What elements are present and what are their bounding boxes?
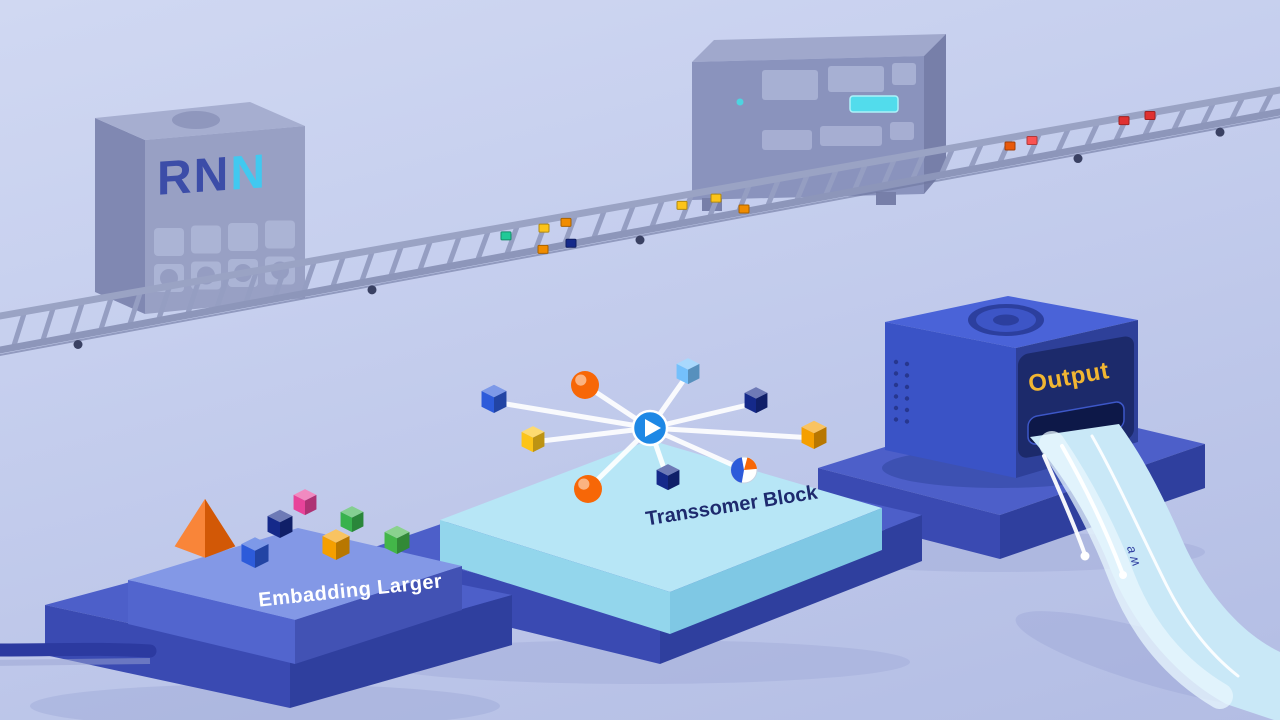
conveyor-item (537, 244, 549, 254)
cable-line (0, 642, 157, 658)
cube-shape (293, 489, 317, 516)
rnn-title-cyan: N (230, 145, 267, 201)
conveyor-item (676, 200, 688, 210)
conveyor-item (1026, 135, 1038, 145)
rnn-machine-side (95, 118, 145, 314)
panel-screen (762, 70, 818, 100)
panel-screen (892, 63, 916, 85)
cable (0, 642, 157, 666)
conveyor-item (1004, 141, 1016, 151)
track-wheel-dot (635, 235, 645, 245)
rnn-grid-cell (228, 223, 258, 251)
stream-line-dot (1080, 551, 1090, 561)
stream-line (1060, 444, 1124, 574)
conveyor-item (560, 217, 572, 227)
attention-line (647, 425, 817, 441)
rnn-grid-cell (191, 225, 221, 254)
rnn-grid-cell (154, 228, 184, 256)
output-machine-left-face (885, 322, 1016, 478)
cube-shape (241, 537, 269, 568)
platform-side (290, 595, 512, 708)
conveyor-item (710, 193, 722, 203)
panel-machine-top (692, 34, 946, 62)
stream-line-dot (1119, 571, 1127, 579)
stream-line (1042, 454, 1086, 554)
glow-strip (849, 95, 899, 113)
rnn-title: RNN (157, 144, 267, 207)
play-icon (631, 409, 669, 447)
board-front (440, 520, 670, 634)
attention-line (491, 399, 653, 431)
vent-dots (893, 359, 910, 424)
pie-sphere-shape (730, 456, 758, 484)
panel-screen (820, 126, 882, 146)
cube-shape (340, 506, 364, 533)
stream-line (1090, 434, 1240, 678)
conveyor-track (0, 86, 1280, 357)
track-wheel-dot (367, 285, 377, 295)
platform-shadow (370, 640, 910, 684)
track-rail (0, 108, 1280, 354)
cube-shape (801, 420, 827, 450)
conveyor-item (538, 223, 550, 233)
speaker-center-icon (993, 314, 1019, 326)
pyramid-shape (174, 498, 236, 558)
embedding-platform (45, 489, 512, 708)
rnn-grid-cell (265, 220, 295, 249)
cable-shadow (0, 658, 151, 666)
board-side (670, 508, 882, 634)
rnn-machine-top-vent (172, 111, 220, 129)
panel-screen (828, 66, 884, 92)
machine-leg (876, 192, 896, 205)
sphere-shape (574, 475, 602, 503)
platform-front (45, 605, 290, 708)
board-top (440, 440, 882, 592)
cube-shape (267, 509, 293, 539)
cube-shape (322, 529, 350, 560)
sphere-shape (571, 371, 599, 399)
transformer-board (440, 440, 882, 634)
track-rail (0, 86, 1280, 320)
indicator-light (736, 98, 744, 106)
cube-shape (676, 358, 700, 385)
board-front (128, 580, 295, 664)
embedding-shapes (174, 489, 410, 568)
conveyor-item (1118, 116, 1130, 126)
track-wheel-dot (1215, 127, 1225, 137)
cube-shape (521, 426, 545, 453)
output-stream (1030, 424, 1280, 720)
rnn-title-dark: RN (157, 147, 231, 206)
conveyor-item (1144, 110, 1156, 120)
cube-shape (481, 384, 507, 414)
attention-line (530, 425, 653, 445)
cube-shape (656, 464, 680, 491)
track-wheel-dot (1073, 154, 1083, 164)
board-side (295, 566, 462, 664)
panel-screen (762, 130, 812, 150)
panel-screen (890, 122, 914, 140)
conveyor-item (738, 204, 750, 214)
cube-shape (384, 525, 410, 555)
conveyor-item (565, 238, 577, 248)
cube-shape (744, 387, 768, 414)
embedding-board (128, 528, 462, 664)
track-wheel-dot (73, 339, 83, 349)
conveyor-item (500, 231, 512, 241)
attention-network (481, 358, 827, 503)
board-top (128, 528, 462, 620)
